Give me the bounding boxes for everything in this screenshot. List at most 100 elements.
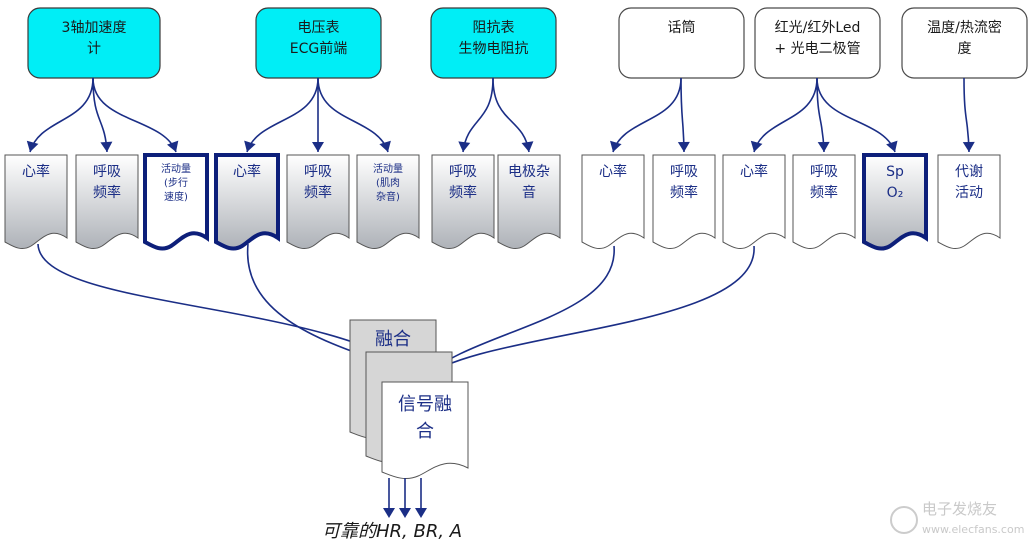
- signal-label: 呼吸: [670, 164, 698, 180]
- arrow-head: [521, 141, 534, 152]
- signal-shape: [4, 154, 68, 249]
- signal-label: O₂: [887, 185, 904, 201]
- source-label: 阻抗表: [473, 20, 515, 36]
- arrow-head: [312, 142, 324, 152]
- signal-shape: [75, 154, 139, 249]
- arrow-head: [244, 140, 256, 152]
- sensor-sources: 3轴加速度计电压表ECG前端阻抗表生物电阻抗话筒红光/红外Led+ 光电二极管温…: [27, 7, 1028, 79]
- source-label: 3轴加速度: [62, 20, 127, 36]
- source-led: 红光/红外Led+ 光电二极管: [754, 7, 881, 79]
- arrow-head: [379, 140, 391, 152]
- signal-label: 呼吸: [449, 164, 477, 180]
- branch-arrows: [26, 77, 975, 153]
- branch-arrow: [612, 77, 682, 153]
- signal-label: 活动量: [373, 163, 403, 175]
- source-box: [27, 7, 161, 79]
- source-mic: 话筒: [618, 7, 745, 79]
- watermark-icon: [890, 506, 918, 534]
- arrow-head: [750, 140, 763, 152]
- source-label: ECG前端: [290, 40, 347, 57]
- signal-shape: [862, 153, 928, 251]
- signal-doc-1: 心率: [4, 154, 68, 249]
- arrow-head: [100, 141, 113, 152]
- signal-label: 频率: [810, 184, 838, 201]
- watermark-cn: 电子发烧友: [922, 500, 997, 518]
- branch-arrow: [317, 77, 389, 153]
- arrow-head: [458, 141, 471, 152]
- signal-label: 活动量: [161, 163, 191, 175]
- signal-doc-11: 心率: [722, 154, 786, 249]
- signal-shape: [652, 154, 716, 249]
- signal-label: 速度): [164, 190, 188, 203]
- fusion-front-label: 信号融: [398, 394, 452, 415]
- signal-label: 心率: [740, 163, 768, 180]
- signal-shape: [356, 154, 420, 249]
- signal-shape: [431, 154, 495, 249]
- signal-label: 心率: [233, 163, 261, 180]
- branch-arrow: [462, 77, 494, 153]
- source-label: 度: [958, 41, 972, 57]
- source-label: 生物电阻抗: [459, 41, 529, 57]
- output-label: 可靠的HR, BR, A: [322, 521, 462, 542]
- branch-arrow: [753, 77, 818, 153]
- signal-shape: [722, 154, 786, 249]
- source-label: 计: [87, 41, 101, 57]
- source-label: + 光电二极管: [774, 41, 860, 57]
- signal-shape: [286, 154, 350, 249]
- signal-label: (肌肉: [376, 176, 400, 189]
- signal-label: 音: [522, 184, 536, 201]
- output-section: 可靠的HR, BR, A: [322, 478, 462, 542]
- signal-label: Sp: [886, 164, 904, 180]
- signal-doc-9: 心率: [581, 154, 645, 249]
- signal-label: 频率: [93, 184, 121, 201]
- source-box: [618, 7, 745, 79]
- fusion-back-label: 融合: [375, 329, 411, 350]
- watermark-logo: 电子发烧友 www.elecfans.com: [890, 500, 1024, 536]
- signal-label: 频率: [449, 184, 477, 201]
- branch-arrow: [29, 77, 94, 153]
- source-label: 话筒: [668, 19, 696, 36]
- branch-arrow: [492, 77, 530, 153]
- fusion-front-label: 合: [416, 421, 434, 442]
- fusion-curve: [423, 245, 755, 379]
- branch-arrow: [92, 77, 177, 153]
- signal-label: 呼吸: [810, 164, 838, 180]
- signal-shape: [792, 154, 856, 249]
- arrow-head: [166, 140, 179, 152]
- arrow-head: [677, 141, 690, 152]
- branch-arrow: [680, 77, 685, 153]
- fusion-curve: [423, 245, 615, 379]
- arrow-head: [610, 140, 622, 152]
- signal-label: 心率: [599, 163, 627, 180]
- signal-label: 电极杂: [508, 164, 550, 180]
- signal-shape: [937, 154, 1001, 249]
- signal-label: 呼吸: [93, 164, 121, 180]
- watermark-en: www.elecfans.com: [922, 523, 1024, 536]
- signal-shape: [143, 153, 209, 251]
- signal-label: 呼吸: [304, 164, 332, 180]
- signal-label: 频率: [670, 184, 698, 201]
- signal-doc-4: 心率: [214, 153, 280, 251]
- fusion-doc-front: [381, 381, 469, 479]
- arrow-head: [817, 141, 830, 152]
- branch-arrow: [246, 77, 319, 153]
- signal-label: 心率: [22, 163, 50, 180]
- signal-shape: [581, 154, 645, 249]
- signal-label: (步行: [164, 176, 188, 189]
- branch-arrow: [963, 77, 970, 153]
- arrow-head: [26, 140, 39, 152]
